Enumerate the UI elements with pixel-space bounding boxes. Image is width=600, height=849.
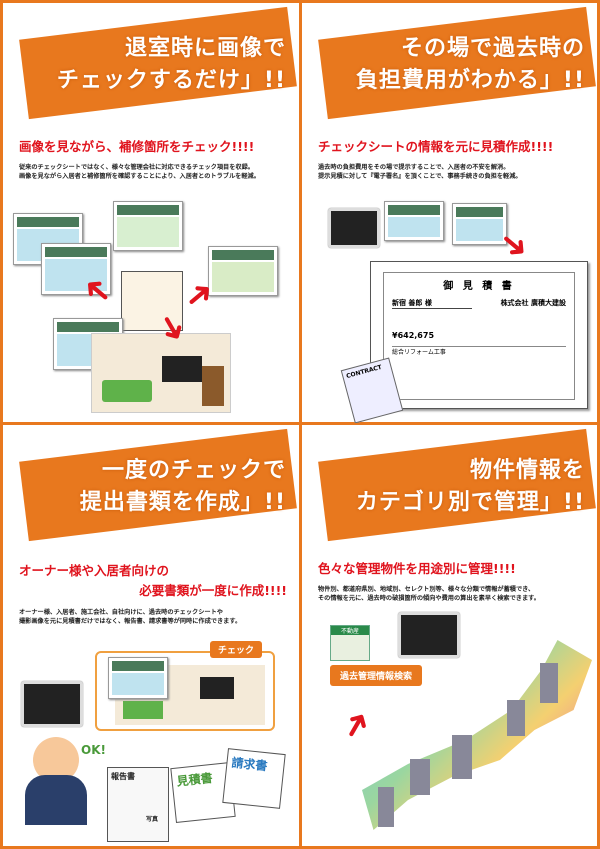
floor-plan-icon <box>121 271 183 331</box>
panel-documents: 一度のチェックで提出書類を作成」!! オーナー様や入居者向けの必要書類が一度に作… <box>3 425 300 845</box>
estimate-document: 御 見 積 書 新宿 善郎 様 株式会社 廣積大建設 ¥642,675 総合リフォ… <box>370 261 588 409</box>
tablet-icon <box>398 612 460 658</box>
panel-subtitle: オーナー様や入居者向けの必要書類が一度に作成!!!! <box>19 561 287 601</box>
photo-window <box>41 243 111 295</box>
panel-description: 物件別、都道府県別、地域別、セレクト別等、様々な分類で情報が蓄積でき、その情報を… <box>318 585 589 603</box>
panel-title: その場で過去時の負担費用がわかる」!! <box>356 33 585 97</box>
title-line: 提出書類を作成」!! <box>79 490 286 515</box>
photo-window <box>452 203 507 245</box>
desc-line: オーナー様、入居者、施工会社、自社向けに、過去時のチェックシートや <box>19 609 223 616</box>
photo-window <box>208 246 278 296</box>
tv-icon <box>162 356 202 382</box>
title-line: 負担費用がわかる」!! <box>355 68 585 93</box>
building-icon <box>410 759 430 795</box>
desc-line: 従来のチェックシートではなく、様々な管理会社に対応できるチェック項目を収録。 <box>19 164 254 171</box>
building-icon <box>452 735 472 779</box>
cabinet-icon <box>202 366 224 406</box>
panel-title: 一度のチェックで提出書類を作成」!! <box>80 455 286 519</box>
sofa-icon <box>123 701 163 719</box>
invoice-label: 請求書 <box>230 755 269 774</box>
desc-line: 画像を見ながら入居者と補修箇所を確認することにより、入居者とのトラブルを軽減。 <box>19 173 260 180</box>
panel-property-management: 物件情報をカテゴリ別で管理」!! 色々な管理物件を用途別に管理!!!! 物件別、… <box>302 425 599 845</box>
title-line: その場で過去時の <box>400 36 585 61</box>
tablet-icon <box>328 208 380 248</box>
panel-subtitle: 色々な管理物件を用途別に管理!!!! <box>318 561 516 576</box>
photo-label: 写真 <box>146 816 159 823</box>
invoice-document: 請求書 <box>222 748 286 809</box>
ok-label: OK! <box>81 743 106 757</box>
tablet-icon <box>21 681 83 727</box>
panel-description: オーナー様、入居者、施工会社、自社向けに、過去時のチェックシートや撮影画像を元に… <box>19 608 290 626</box>
arrow-icon: ➜ <box>331 702 381 748</box>
panel-title: 退室時に画像でチェックするだけ」!! <box>57 33 286 97</box>
photo-window <box>113 201 183 251</box>
desc-line: 過去時の負担費用をその場で提示することで、入居者の不安を解消。 <box>318 164 510 171</box>
panel-checkout-check: 退室時に画像でチェックするだけ」!! 画像を見ながら、補修箇所をチェック!!!!… <box>3 3 300 423</box>
room-illustration <box>91 333 231 413</box>
desc-line: その情報を元に、過去時の破損箇所の傾向や費用の算出を素早く検索できます。 <box>318 595 540 602</box>
sofa-icon <box>102 380 152 402</box>
desc-line: 物件別、都道府県別、地域別、セレクト別等、様々な分類で情報が蓄積でき、 <box>318 586 535 593</box>
panel-subtitle: チェックシートの情報を元に見積作成!!!! <box>318 139 554 154</box>
title-line: カテゴリ別で管理」!! <box>355 490 585 515</box>
title-line: 物件情報を <box>469 458 585 483</box>
report-document: 報告書写真 <box>107 767 169 842</box>
report-label: 報告書 <box>111 772 135 781</box>
realestate-label: 不動産 <box>331 626 369 635</box>
tv-icon <box>200 677 234 699</box>
title-line: 退室時に画像で <box>124 36 286 61</box>
realestate-shop-icon: 不動産 <box>330 625 370 661</box>
desc-line: 提示見積に対して『電子署名』を頂くことで、事務手続きの負担を軽減。 <box>318 173 522 180</box>
desc-line: 撮影画像を元に見積書だけではなく、報告書、請求書等が同時に作成できます。 <box>19 618 242 625</box>
photo-window <box>384 201 444 241</box>
person-body <box>25 775 87 825</box>
building-icon <box>507 700 525 736</box>
sub-line: 必要書類が一度に作成!!!! <box>139 583 287 598</box>
divider <box>0 422 600 425</box>
building-icon <box>540 663 558 703</box>
building-icon <box>378 787 394 827</box>
photo-window <box>108 657 168 699</box>
estimate-title: 御 見 積 書 <box>443 281 515 292</box>
title-line: 一度のチェックで <box>101 458 286 483</box>
customer-name: 新宿 善郎 様 <box>392 298 472 309</box>
company-name: 株式会社 廣積大建設 <box>500 299 566 307</box>
project-name: 総合リフォーム工事 <box>392 346 566 356</box>
panel-subtitle: 画像を見ながら、補修箇所をチェック!!!! <box>19 139 255 154</box>
title-line: チェックするだけ」!! <box>56 68 286 93</box>
panel-title: 物件情報をカテゴリ別で管理」!! <box>356 455 585 519</box>
check-tag: チェック <box>210 641 263 658</box>
panel-description: 従来のチェックシートではなく、様々な管理会社に対応できるチェック項目を収録。画像… <box>19 163 290 181</box>
estimate-amount: ¥642,675 <box>392 331 435 340</box>
contract-label: CONTRACT <box>345 363 383 380</box>
search-button[interactable]: 過去管理情報検索 <box>330 665 423 686</box>
panel-estimate: その場で過去時の負担費用がわかる」!! チェックシートの情報を元に見積作成!!!… <box>302 3 599 423</box>
panel-description: 過去時の負担費用をその場で提示することで、入居者の不安を解消。提示見積に対して『… <box>318 163 589 181</box>
sub-line: オーナー様や入居者向けの <box>19 563 170 578</box>
